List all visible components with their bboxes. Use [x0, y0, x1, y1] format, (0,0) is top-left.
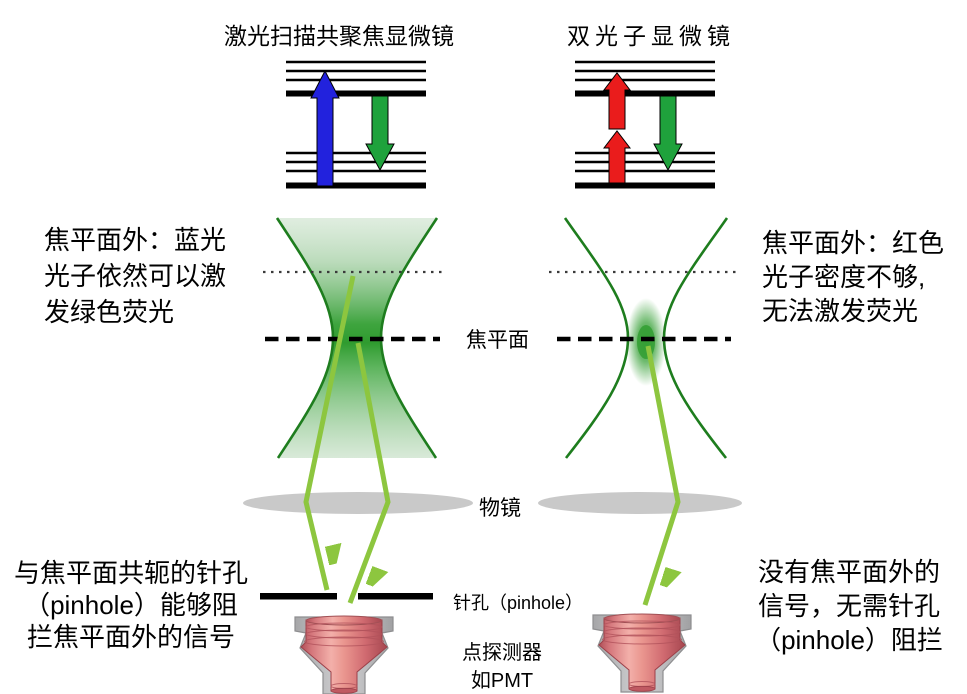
- focal-plane-label: 焦平面: [466, 329, 529, 352]
- point-detector-label: 点探测器 如PMT: [438, 639, 566, 694]
- detector-label-line1: 点探测器: [462, 642, 542, 664]
- note-line: 光子依然可以激: [44, 261, 227, 291]
- note-line: 拦焦平面外的信号: [26, 622, 235, 652]
- objective-label: 物镜: [479, 497, 521, 520]
- note-pinhole-blocks-signal: 与焦平面共轭的针孔 （pinhole）能够阻 拦焦平面外的信号: [4, 557, 258, 653]
- energy-diagram-two-photon: [575, 62, 715, 186]
- energy-levels-left: [286, 62, 426, 186]
- signal-ray-two-photon: [642, 345, 678, 606]
- detector-label-line2: 如PMT: [470, 670, 534, 692]
- red-photon-arrow-lower: [602, 130, 632, 184]
- objective-lens-left: [243, 492, 473, 514]
- signal-rays: [303, 275, 678, 606]
- title-two-photon: 双光子显微镜: [567, 23, 735, 49]
- green-emission-arrow-right: [653, 95, 683, 172]
- blue-excitation-arrow: [310, 69, 340, 187]
- note-line: 与焦平面共轭的针孔: [13, 558, 248, 588]
- red-photon-arrow-upper: [602, 72, 632, 130]
- pinhole-label: 针孔（pinhole）: [453, 593, 584, 613]
- note-line: 无法激发荧光: [762, 296, 919, 326]
- focal-spot-core: [637, 325, 655, 359]
- note-right-out-of-focus: 焦平面外：红色 光子密度不够, 无法激发荧光: [762, 226, 944, 328]
- note-line: 光子密度不够,: [762, 262, 926, 292]
- pinhole-plate-left-segment: [260, 593, 337, 600]
- beam-outline-right-1: [563, 217, 630, 459]
- beam-cone-two-photon: [549, 217, 736, 459]
- energy-diagram-confocal: [286, 62, 426, 186]
- objective-lens-right: [538, 492, 742, 514]
- pinhole-barrier: [260, 593, 433, 600]
- pmt-detector-right: [592, 613, 692, 693]
- note-no-pinhole-needed: 没有焦平面外的 信号，无需针孔 （pinhole）阻拦: [732, 555, 966, 657]
- note-line: 焦平面外：蓝光: [44, 225, 227, 255]
- note-line: （pinhole）能够阻: [24, 590, 238, 620]
- pmt-detector-left: [294, 615, 394, 694]
- note-line: 发绿色荧光: [44, 297, 175, 327]
- energy-levels-right: [575, 62, 715, 186]
- signal-ray-out-of-focus-blocked: [303, 275, 356, 591]
- note-line: 信号，无需针孔: [757, 591, 940, 621]
- note-line: 焦平面外：红色: [762, 228, 945, 258]
- pinhole-plate-right-segment: [358, 593, 433, 600]
- beam-cone-confocal: [263, 217, 447, 459]
- title-confocal: 激光扫描共聚焦显微镜: [224, 23, 454, 49]
- note-left-out-of-focus: 焦平面外：蓝光 光子依然可以激 发绿色荧光: [44, 222, 226, 330]
- signal-ray-in-focus-through-pinhole: [347, 342, 391, 604]
- green-emission-arrow-left: [365, 95, 395, 172]
- note-line: 没有焦平面外的: [757, 557, 940, 587]
- note-line: （pinhole）阻拦: [755, 625, 943, 655]
